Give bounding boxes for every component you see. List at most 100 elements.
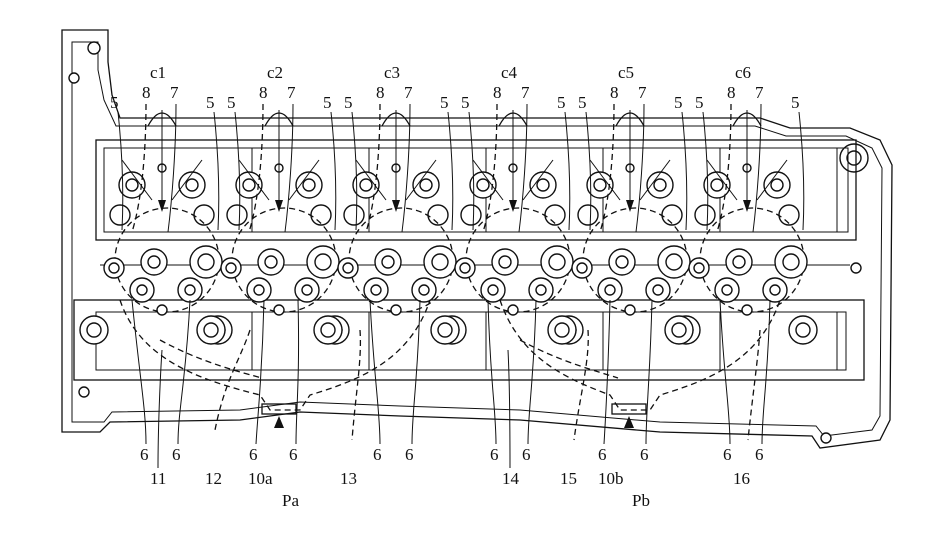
label-6: 6	[490, 445, 499, 464]
lower-bolt	[624, 304, 636, 316]
lower-rail	[73, 299, 865, 381]
label-leader-5	[213, 111, 220, 231]
label-5: 5	[227, 93, 236, 112]
label-15: 15	[560, 469, 577, 488]
label-leader-7	[284, 103, 294, 233]
rocker-arm	[589, 159, 621, 201]
label-leader-5	[798, 111, 805, 231]
head-inner-outline	[71, 41, 883, 437]
head-outline	[61, 29, 893, 449]
label-5: 5	[323, 93, 332, 112]
label-leader-8	[131, 103, 147, 233]
label-5: 5	[578, 93, 587, 112]
label-8: 8	[142, 83, 151, 102]
label-pb: Pb	[632, 491, 650, 510]
label-5: 5	[206, 93, 215, 112]
label-6: 6	[373, 445, 382, 464]
frame-hole	[87, 41, 101, 55]
leader-line	[761, 299, 771, 445]
frame-hole	[820, 432, 832, 444]
frame-hole	[846, 150, 862, 166]
leader-line	[527, 299, 537, 445]
valve-stem	[476, 178, 490, 192]
label-8: 8	[376, 83, 385, 102]
label-13: 13	[340, 469, 357, 488]
valve-seat	[310, 204, 332, 226]
valve-stem	[242, 178, 256, 192]
injector-center	[381, 255, 395, 269]
lifter-center	[431, 253, 449, 271]
frame-hole	[68, 72, 80, 84]
valve-seat	[193, 204, 215, 226]
valve-seat	[778, 204, 800, 226]
injector-center	[615, 255, 629, 269]
rocker-arm	[171, 159, 203, 201]
valve-stem	[359, 178, 373, 192]
lower-bolt	[273, 304, 285, 316]
camshaft-journal-center	[342, 262, 354, 274]
label-5: 5	[695, 93, 704, 112]
label-6: 6	[522, 445, 531, 464]
oil-channel-16	[747, 329, 761, 441]
leader-line	[295, 299, 300, 445]
lower-journal-center	[203, 322, 219, 338]
oil-channel-12	[214, 329, 251, 431]
valve-stem	[185, 178, 199, 192]
rocker-arm	[238, 159, 270, 201]
lower-journal-center	[320, 322, 336, 338]
valve-seat	[577, 204, 599, 226]
lower-journal-center	[554, 322, 570, 338]
label-7: 7	[287, 83, 296, 102]
cylinder-label-c2: c2	[267, 63, 283, 82]
valve-seat	[544, 204, 566, 226]
rocker-arm	[355, 159, 387, 201]
lower-valve-stem	[652, 284, 664, 296]
valve-stem	[419, 178, 433, 192]
label-leader-7	[635, 103, 645, 233]
leader-line	[255, 299, 265, 445]
cylinder-label-c5: c5	[618, 63, 634, 82]
label-7: 7	[404, 83, 413, 102]
cylinder-label-c3: c3	[384, 63, 400, 82]
lower-bolt	[156, 304, 168, 316]
label-leader-5	[447, 111, 454, 231]
label-leader-5	[117, 111, 124, 231]
lower-valve-stem	[136, 284, 148, 296]
lower-journal-center	[795, 322, 811, 338]
rocker-arm	[405, 159, 437, 201]
label-leader-5	[330, 111, 337, 231]
leader-line	[411, 299, 421, 445]
valve-seat	[427, 204, 449, 226]
oil-channel-13	[351, 329, 362, 441]
port-pb-block	[611, 403, 647, 415]
valve-seat	[460, 204, 482, 226]
rocker-arm	[288, 159, 320, 201]
valve-seat	[343, 204, 365, 226]
spark-plug-arrow	[626, 200, 634, 212]
label-6: 6	[140, 445, 149, 464]
lifter-center	[314, 253, 332, 271]
lower-valve-stem	[487, 284, 499, 296]
lower-valve-stem	[301, 284, 313, 296]
label-6: 6	[289, 445, 298, 464]
valve-seat	[694, 204, 716, 226]
label-7: 7	[638, 83, 647, 102]
label-10b: 10b	[598, 469, 624, 488]
leader-line	[507, 349, 511, 469]
valve-seat	[661, 204, 683, 226]
label-11: 11	[150, 469, 166, 488]
label-10a: 10a	[248, 469, 273, 488]
label-leader-5	[234, 111, 241, 231]
leader-line	[645, 299, 653, 445]
spark-plug-arrow	[392, 200, 400, 212]
lower-valve-stem	[370, 284, 382, 296]
label-6: 6	[640, 445, 649, 464]
label-5: 5	[440, 93, 449, 112]
label-5: 5	[110, 93, 119, 112]
label-8: 8	[259, 83, 268, 102]
lower-journal-center	[86, 322, 102, 338]
valve-seat	[109, 204, 131, 226]
cylinder-label-c6: c6	[735, 63, 751, 82]
oil-passage-right	[519, 339, 619, 379]
